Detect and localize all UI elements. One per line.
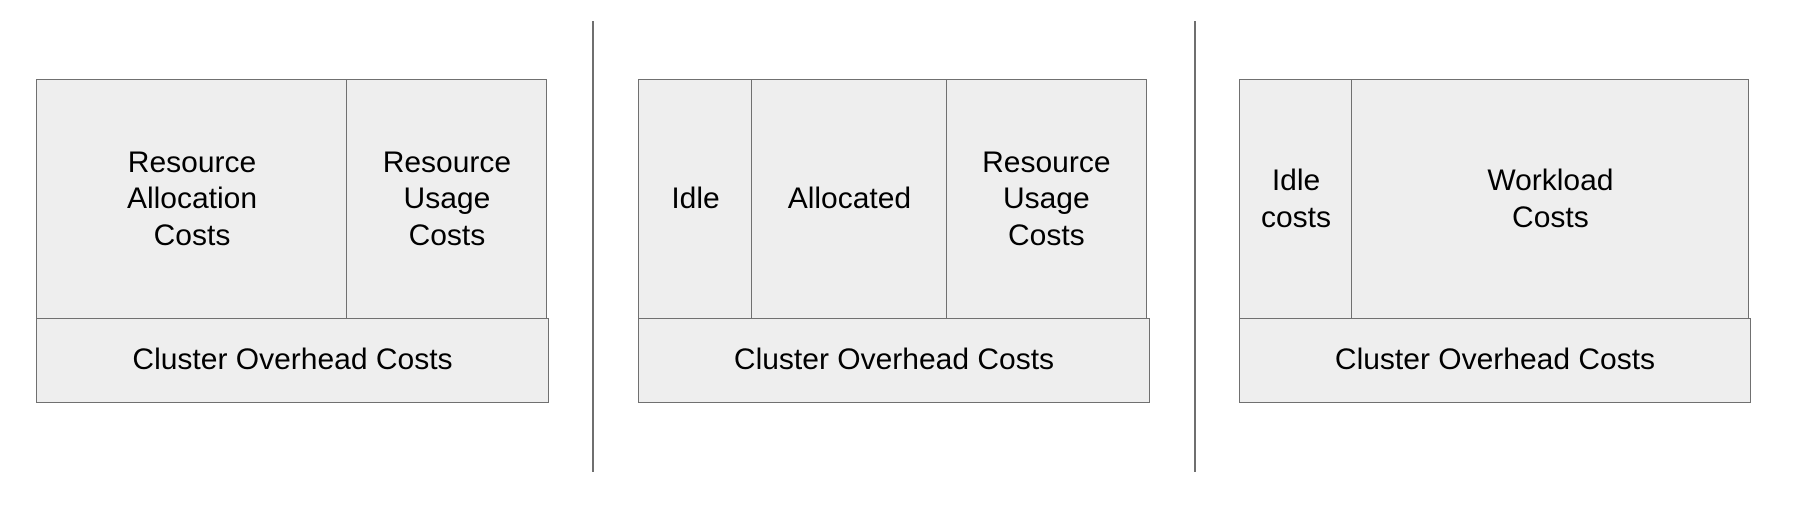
cell-idle-costs: Idle costs (1239, 79, 1353, 320)
cell-cluster-overhead-costs-3: Cluster Overhead Costs (1239, 318, 1751, 403)
panel-separator-1 (592, 21, 594, 472)
cell-resource-usage-costs-2-label: Resource Usage Costs (982, 145, 1111, 252)
panel-separator-2 (1194, 21, 1196, 472)
cell-resource-allocation-costs: Resource Allocation Costs (36, 79, 348, 320)
cell-idle: Idle (638, 79, 753, 320)
cell-workload-costs-label: Workload Costs (1487, 163, 1614, 234)
cost-model-panel-3: Idle costs Workload Costs Cluster Overhe… (1239, 79, 1751, 403)
panel-3-bottom-row: Cluster Overhead Costs (1239, 318, 1751, 403)
cell-cluster-overhead-costs-3-label: Cluster Overhead Costs (1334, 343, 1656, 377)
panel-1-top-row: Resource Allocation Costs Resource Usage… (36, 79, 549, 320)
cell-allocated: Allocated (751, 79, 948, 320)
cell-allocated-label: Allocated (787, 182, 912, 216)
cell-resource-usage-costs-2: Resource Usage Costs (945, 79, 1147, 320)
panel-1-bottom-row: Cluster Overhead Costs (36, 318, 549, 403)
cell-resource-allocation-costs-label: Resource Allocation Costs (126, 145, 258, 252)
cost-model-panel-2: Idle Allocated Resource Usage Costs Clus… (638, 79, 1150, 403)
cell-cluster-overhead-costs-1-label: Cluster Overhead Costs (132, 343, 453, 377)
panel-3-top-row: Idle costs Workload Costs (1239, 79, 1751, 320)
panel-2-top-row: Idle Allocated Resource Usage Costs (638, 79, 1150, 320)
cell-cluster-overhead-costs-2-label: Cluster Overhead Costs (733, 343, 1055, 377)
cell-resource-usage-costs-label: Resource Usage Costs (382, 145, 512, 252)
cost-model-panel-1: Resource Allocation Costs Resource Usage… (36, 79, 549, 403)
cell-idle-costs-label: Idle costs (1260, 163, 1332, 234)
cell-workload-costs: Workload Costs (1351, 79, 1750, 320)
panel-2-bottom-row: Cluster Overhead Costs (638, 318, 1150, 403)
cell-cluster-overhead-costs-1: Cluster Overhead Costs (36, 318, 549, 403)
cell-idle-label: Idle (671, 182, 720, 216)
cell-resource-usage-costs: Resource Usage Costs (346, 79, 548, 320)
cell-cluster-overhead-costs-2: Cluster Overhead Costs (638, 318, 1150, 403)
